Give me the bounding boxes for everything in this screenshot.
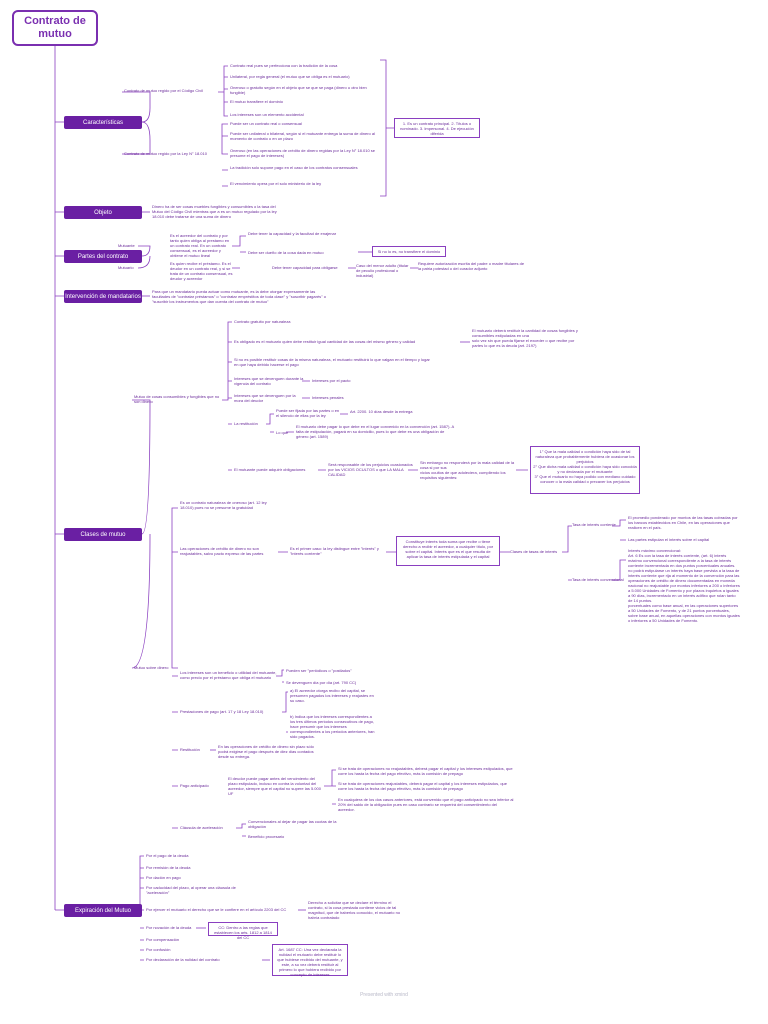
expiracion-item: Por confusión bbox=[146, 947, 171, 952]
clases-restitucion-a2: Art. 2200. 10 días desde la entrega bbox=[350, 409, 413, 414]
clases-tasa-label: Clases de tasas de interés bbox=[510, 549, 558, 554]
clases-oblig-c: 1° Que la mala calidad o condición haya … bbox=[530, 446, 640, 494]
caract-civil-item: Oneroso o gratuito según en el objeto qu… bbox=[230, 85, 367, 95]
expiracion-note-nulidad: Art. 1687 CC: Una vez declarada la nulid… bbox=[272, 944, 348, 977]
expiracion-item: Por compensación bbox=[146, 937, 180, 942]
footer-credit: Presented with xmind bbox=[360, 992, 408, 998]
clases-reajuste-box: Constituye interés toda suma que recibe … bbox=[396, 536, 500, 566]
clases-dinero-item: Prestaciones de pago (art. 17 y 18 Ley 1… bbox=[180, 709, 264, 714]
clases-cosas-label: Mutuo de cosas consumibles y fungibles q… bbox=[134, 394, 220, 404]
caract-civil-item: El mutuo transfiere el dominio bbox=[230, 99, 283, 104]
clases-cosas-item: Si no es posible restituir cosas de la m… bbox=[234, 357, 430, 367]
partes-mutuante-desc: Es el acreedor del contrato y por tanto … bbox=[170, 233, 230, 258]
category-partes[interactable]: Partes del contrato bbox=[64, 250, 142, 263]
category-objeto[interactable]: Objeto bbox=[64, 206, 142, 219]
expiracion-item: Por ejercer el mutuario el derecho que s… bbox=[146, 907, 287, 912]
expiracion-item: Por el pago de la deuda bbox=[146, 853, 189, 858]
clases-interes-b: Se devenguen día por día (art. 790 CC) bbox=[286, 680, 357, 685]
category-intervencion[interactable]: Intervención de mandatarios bbox=[64, 290, 142, 303]
category-clases[interactable]: Clases de mutuo bbox=[64, 528, 142, 541]
clases-oblig-a: Será responsable de los perjuicios ocasi… bbox=[328, 462, 413, 477]
clases-cosas-item: Es obligado es el mutuario quien debe re… bbox=[234, 339, 416, 344]
clases-interes-penal: Intereses penales bbox=[312, 395, 344, 400]
clases-dinero-item: Los intereses son un beneficio o utilida… bbox=[180, 670, 277, 680]
clases-tasa-corriente-desc2: Las partes estipulan el interés sobre el… bbox=[628, 537, 710, 542]
clases-acel-a: Convencionales al dejar de pagar las cuo… bbox=[248, 819, 337, 829]
expiracion-item: Por remisión de la deuda bbox=[146, 865, 191, 870]
expiracion-item: Por dación en pago bbox=[146, 875, 181, 880]
partes-mutuante-note: Si no lo es, no transfiere el dominio bbox=[372, 246, 446, 257]
caract-ley-item: El vencimiento opera por el solo ministe… bbox=[230, 181, 322, 186]
clases-tasa-maxima: Tasa de interés convencional bbox=[572, 577, 624, 582]
clases-dinero-item: Las operaciones de crédito de dinero no … bbox=[180, 546, 264, 556]
clases-tasa-corriente-desc: El promedio ponderado por montos de las … bbox=[628, 515, 738, 530]
clases-cosas-item: Contrato gratuito por naturaleza bbox=[234, 319, 291, 324]
expiracion-note-novacion: CC: Dentro a las reglas que establecen l… bbox=[208, 922, 278, 940]
expiracion-note-2203: Derecho a solicitar que se declare el té… bbox=[308, 900, 401, 920]
clases-cosas-item: El mutuante puede adquirir obligaciones bbox=[234, 467, 306, 472]
clases-restitucion-a: Puede ser fijada por las partes o en el … bbox=[276, 408, 340, 418]
expiracion-item: Por declaración de la nulidad del contra… bbox=[146, 957, 220, 962]
clases-pago-b3: En cualquiera de los dos casos anteriore… bbox=[338, 797, 514, 812]
clases-dinero-label: Mutuo sobre dinero bbox=[134, 665, 169, 670]
clases-cosas-item: Intereses que se devenguen por la mora d… bbox=[234, 393, 296, 403]
caract-ley-item: Puede ser unilateral o bilateral, según … bbox=[230, 131, 375, 141]
clases-dinero-item: Es un contrato naturaleza de oneroso (ar… bbox=[180, 500, 267, 510]
intervencion-text: Para que un mandatario pueda actuar como… bbox=[152, 289, 326, 304]
map-title: Contrato de mutuo bbox=[12, 10, 98, 46]
partes-mutuante-item: Debe ser dueño de la cosa dada en mutuo bbox=[248, 250, 324, 255]
caract-civil-item: Unilateral, por regla general (el mutuo … bbox=[230, 74, 350, 79]
clases-dinero-item: Cláusula de aceleración bbox=[180, 825, 223, 830]
partes-mutuario-item: Debe tener capacidad para obligarse bbox=[272, 265, 338, 270]
caract-ley-item: Puede ser un contrato real o consensual bbox=[230, 121, 302, 126]
caract-summary-box: 1. Es un contrato principal. 2. Títulos … bbox=[394, 118, 480, 138]
clases-restit: En las operaciones de crédito de dinero … bbox=[218, 744, 314, 759]
clases-cosas-item: La restitución bbox=[234, 421, 258, 426]
partes-mutuario-desc: Es quien recibe el préstamo. Es el deudo… bbox=[170, 261, 233, 281]
clases-restitucion-b: Lo que bbox=[276, 430, 289, 435]
expiracion-item: Por novación de la deuda bbox=[146, 925, 192, 930]
clases-dinero-item: Pago anticipado bbox=[180, 783, 209, 788]
partes-mutuario-note: Caso del menor adulto (titular de peculi… bbox=[356, 263, 409, 278]
partes-mutuante-item: Debe tener la capacidad y la facultad de… bbox=[248, 231, 337, 236]
caract-civil-item: Los intereses son un elemento accidental bbox=[230, 112, 304, 117]
caract-ley-label: Contrato de mutuo regido por la Ley N° 1… bbox=[124, 151, 207, 156]
clases-prest-b: b) Indica que los intereses correspondie… bbox=[290, 714, 375, 739]
clases-cosas-note1: El mutuario deberá restituir la cantidad… bbox=[472, 328, 578, 348]
clases-acel-b: Beneficio procesario bbox=[248, 834, 285, 839]
clases-pago-b2: Si se trata de operaciones reajustables,… bbox=[338, 781, 507, 791]
objeto-text: Dinero ha de ser cosas muebles fungibles… bbox=[152, 204, 277, 219]
clases-prest-a: a) El acreedor otorga recibo del capital… bbox=[290, 688, 374, 703]
partes-mutuario-note2: Requiere autorización escrita del padre … bbox=[418, 261, 525, 271]
clases-cosas-item: Intereses que se devenguen durante la vi… bbox=[234, 376, 304, 386]
partes-mutuante-label: Mutuante bbox=[118, 243, 135, 248]
expiracion-item: Por caducidad del plazo, al operar una c… bbox=[146, 885, 236, 895]
partes-mutuario-label: Mutuario bbox=[118, 265, 134, 270]
clases-interes-a: Pueden ser "periódicos o "postlados" bbox=[286, 668, 352, 673]
category-caracteristicas[interactable]: Características bbox=[64, 116, 142, 129]
clases-tasa-corriente: Tasa de interés corriente bbox=[572, 522, 616, 527]
clases-pago-a: El deudor puede pagar antes del vencimie… bbox=[228, 776, 321, 796]
caract-ley-item: La tradición solo supone pago en el caso… bbox=[230, 165, 358, 170]
clases-oblig-b: Sin embargo no responderá por la mala ca… bbox=[420, 460, 515, 480]
caract-ley-item: Oneroso (en las operaciones de crédito d… bbox=[230, 148, 376, 158]
caract-civil-label: Contrato de mutuo regido por el Código C… bbox=[124, 88, 203, 93]
clases-pago-b1: Si se trata de operaciones no reajustabl… bbox=[338, 766, 513, 776]
clases-tasa-maxima-desc: Interés máximo convencional: Art. 6 Es c… bbox=[628, 548, 740, 623]
category-expiracion[interactable]: Expiración del Mutuo bbox=[64, 904, 142, 917]
clases-restitucion-b2: El mutuario debe pagar lo que debe en el… bbox=[296, 424, 454, 439]
clases-reajuste: Es el primer caso: la ley distingue entr… bbox=[290, 546, 379, 556]
caract-civil-item: Contrato real pues se perfecciona con la… bbox=[230, 63, 338, 68]
clases-dinero-item: Restitución bbox=[180, 747, 200, 752]
clases-interes-pacto: Intereses por el pacto bbox=[312, 378, 351, 383]
